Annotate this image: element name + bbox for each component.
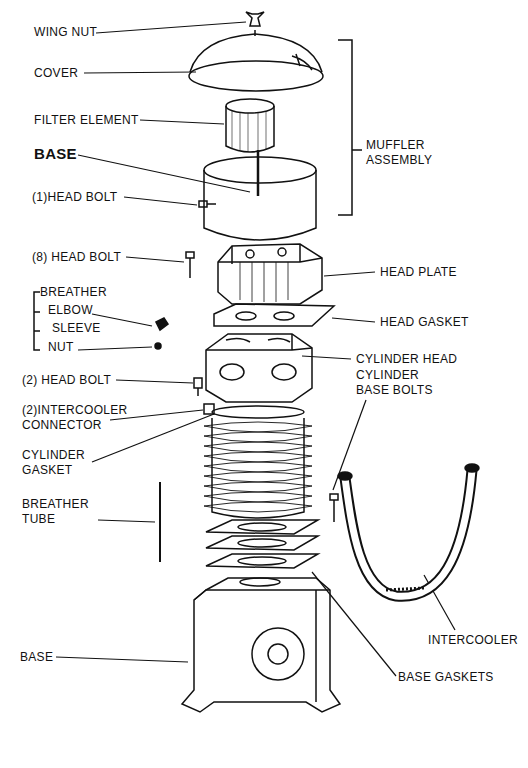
cylinder-fin <box>204 462 312 472</box>
head-bolt <box>194 378 202 396</box>
part-label: (8) HEAD BOLT <box>32 250 121 265</box>
cylinder-fin <box>204 452 312 462</box>
cylinder-fin <box>204 422 312 432</box>
cylinder-base-bolts <box>330 494 338 522</box>
cylinder-fin <box>204 502 312 512</box>
part-label: BASE <box>34 145 77 164</box>
wing-nut <box>246 12 264 26</box>
head-bolt <box>199 201 216 207</box>
cylinder-fin <box>204 482 312 492</box>
filter-element <box>226 99 274 152</box>
intercooler-tube <box>338 464 479 596</box>
part-label: INTERCOOLER <box>428 633 518 648</box>
cylinder-fins <box>204 418 312 518</box>
cylinder-fin <box>204 442 312 452</box>
head-plate <box>218 244 322 304</box>
part-label: (1)HEAD BOLT <box>32 190 117 205</box>
part-label: MUFFLER ASSEMBLY <box>366 138 458 168</box>
part-label: SLEEVE <box>52 321 101 336</box>
part-label: FILTER ELEMENT <box>34 113 139 128</box>
part-label: HEAD GASKET <box>380 315 469 330</box>
part-label: CYLINDER GASKET <box>22 448 94 478</box>
base-gaskets <box>206 520 318 568</box>
breather-nut <box>155 343 161 349</box>
part-label: (2) HEAD BOLT <box>22 373 111 388</box>
head-bolt <box>186 252 194 278</box>
part-label: COVER <box>34 66 78 81</box>
muffler-base <box>204 150 316 240</box>
muffler-bracket <box>338 40 362 215</box>
head-gasket <box>214 304 334 326</box>
part-label: CYLINDER HEAD <box>356 352 457 367</box>
cylinder-head <box>206 334 312 402</box>
part-label: BASE <box>20 650 53 665</box>
part-label: BREATHER <box>40 285 107 300</box>
breather-elbow <box>156 318 168 330</box>
part-label: CYLINDER BASE BOLTS <box>356 368 440 398</box>
cylinder-gasket <box>212 406 304 418</box>
part-label: ELBOW <box>48 303 93 318</box>
part-label: (2)INTERCOOLER CONNECTOR <box>22 403 134 433</box>
part-label: NUT <box>48 340 74 355</box>
breather-bracket <box>34 292 40 350</box>
cylinder-fin <box>204 472 312 482</box>
part-label: BREATHER TUBE <box>22 497 98 527</box>
cylinder-fin <box>204 432 312 442</box>
crankcase-base <box>182 578 340 712</box>
muffler-cover <box>189 30 323 91</box>
breather-tube <box>159 482 161 562</box>
part-label: WING NUT <box>34 25 97 40</box>
part-label: HEAD PLATE <box>380 265 457 280</box>
part-label: BASE GASKETS <box>398 670 494 685</box>
cylinder-fin <box>204 492 312 502</box>
